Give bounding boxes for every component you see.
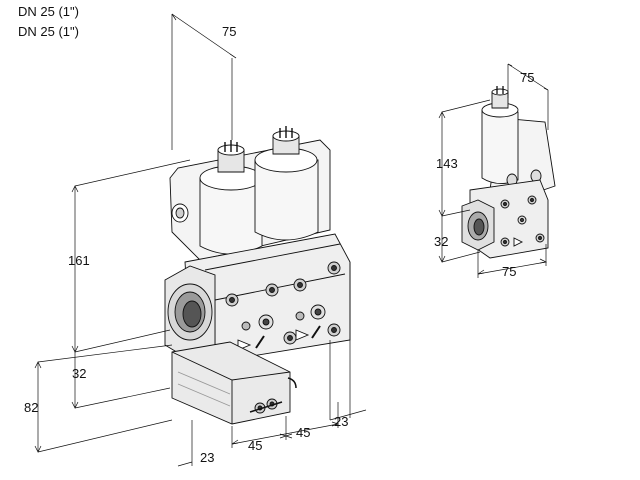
- small-dim-75-top: 75: [520, 70, 534, 85]
- small-flow-arrow: [513, 237, 524, 247]
- dim-161: 161: [68, 253, 90, 268]
- header-line-1: DN 25 (1"): [18, 4, 79, 19]
- dim-23-right: 23: [334, 414, 348, 429]
- dim-32-left: 32: [72, 366, 86, 381]
- small-dim-143: 143: [436, 156, 458, 171]
- dim-82: 82: [24, 400, 38, 415]
- dim-45-a: 45: [248, 438, 262, 453]
- single-valve-assembly: [461, 86, 556, 259]
- main-dimension-lines: [34, 13, 367, 467]
- right-solenoid-coil: [254, 159, 319, 241]
- lower-actuator-housing: [171, 341, 291, 425]
- double-valve-assembly: [164, 126, 351, 425]
- dim-75-top: 75: [222, 24, 236, 39]
- small-dim-75-bottom: 75: [502, 264, 516, 279]
- dim-23-bottom: 23: [200, 450, 214, 465]
- dim-45-b: 45: [296, 425, 310, 440]
- header-line-2: DN 25 (1"): [18, 24, 79, 39]
- small-dim-32: 32: [434, 234, 448, 249]
- small-dimension-lines: [438, 63, 549, 278]
- small-coil: [481, 109, 519, 184]
- flow-arrow-right: [295, 329, 310, 341]
